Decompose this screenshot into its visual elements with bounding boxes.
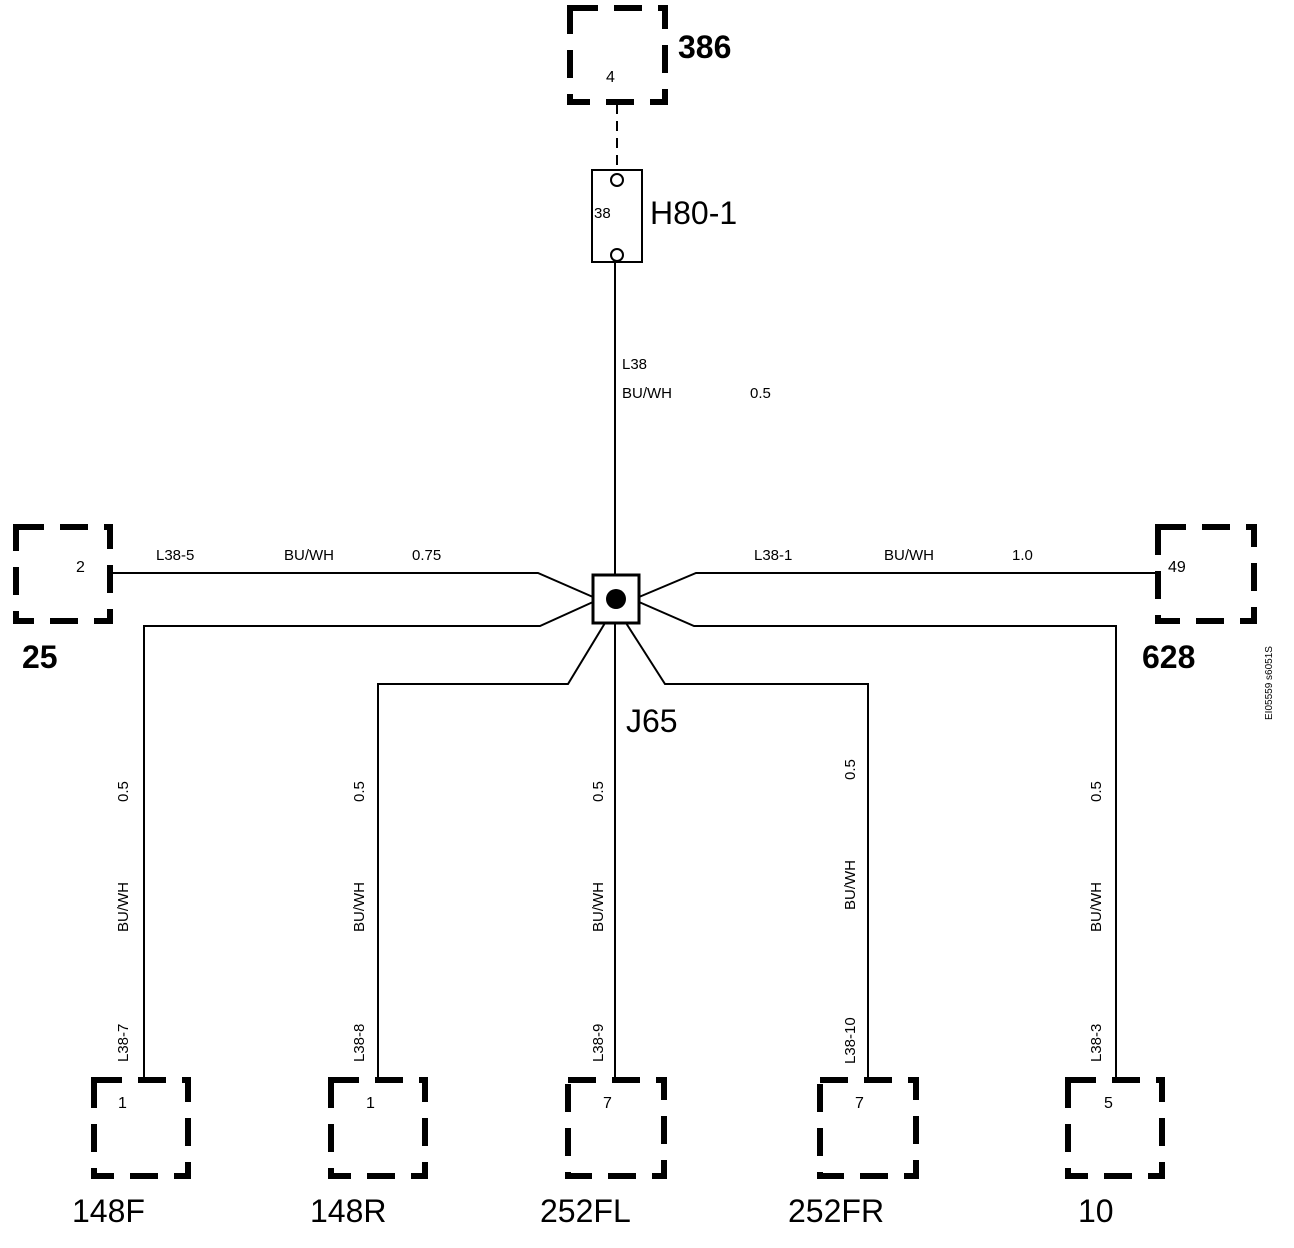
- w252fl-circuit: L38-9: [590, 1024, 607, 1062]
- branch-10-labels: 0.5 BU/WH L38-3: [1088, 781, 1105, 1062]
- branch-148f-labels: 0.5 BU/WH L38-7: [115, 781, 132, 1062]
- connector-252fr: 7 252FR: [788, 1077, 919, 1229]
- w252fr-size: 0.5: [842, 759, 859, 780]
- connector-252fr-label: 252FR: [788, 1193, 884, 1229]
- w252fr-circuit: L38-10: [842, 1017, 859, 1064]
- connector-25-pin: 2: [76, 559, 85, 576]
- w252fl-color: BU/WH: [590, 882, 607, 932]
- w148r-color: BU/WH: [351, 882, 368, 932]
- wire-l38-7: [143, 601, 594, 1080]
- wire-l38-1-circuit: L38-1: [754, 547, 792, 564]
- branch-148r-labels: 0.5 BU/WH L38-8: [351, 781, 368, 1062]
- connector-252fl: 7 252FL: [540, 1077, 667, 1229]
- connector-386-pin: 4: [606, 69, 615, 86]
- wire-l38-circuit: L38: [622, 356, 647, 373]
- w10-color: BU/WH: [1088, 882, 1105, 932]
- w148f-color: BU/WH: [115, 882, 132, 932]
- w148r-circuit: L38-8: [351, 1024, 368, 1062]
- connector-386-label: 386: [678, 29, 731, 65]
- wire-l38-5-color: BU/WH: [284, 547, 334, 564]
- branch-252fr-labels: 0.5 BU/WH L38-10: [842, 759, 859, 1064]
- connector-10: 5 10: [1065, 1077, 1165, 1229]
- connector-25-label: 25: [22, 639, 58, 675]
- connector-252fl-label: 252FL: [540, 1193, 631, 1229]
- splice-label: J65: [626, 703, 678, 739]
- wire-l38-1-color: BU/WH: [884, 547, 934, 564]
- connector-148f: 1 148F: [72, 1077, 191, 1229]
- w10-circuit: L38-3: [1088, 1024, 1105, 1062]
- wire-l38-1-size: 1.0: [1012, 547, 1033, 564]
- wire-l38-5-circuit: L38-5: [156, 547, 194, 564]
- connector-628: 49 628: [1142, 524, 1257, 675]
- connector-148r: 1 148R: [310, 1077, 428, 1229]
- connector-10-pin: 5: [1104, 1095, 1113, 1112]
- connector-252fr-pin: 7: [855, 1095, 864, 1112]
- w148f-size: 0.5: [115, 781, 132, 802]
- wire-l38-color: BU/WH: [622, 385, 672, 402]
- connector-252fl-pin: 7: [603, 1095, 612, 1112]
- h80-label: H80-1: [650, 195, 737, 231]
- connector-628-label: 628: [1142, 639, 1195, 675]
- w252fl-size: 0.5: [590, 781, 607, 802]
- wire-l38-3: [638, 601, 1117, 1080]
- component-h80-1: 38 H80-1: [591, 169, 737, 263]
- h80-pin: 38: [594, 205, 611, 222]
- w148f-circuit: L38-7: [115, 1024, 132, 1062]
- connector-10-label: 10: [1078, 1193, 1114, 1229]
- wire-l38-10: [625, 622, 869, 1080]
- branch-252fl-labels: 0.5 BU/WH L38-9: [590, 781, 607, 1062]
- connector-25: 2 25: [13, 524, 113, 675]
- connector-148r-pin: 1: [366, 1095, 375, 1112]
- connector-148f-label: 148F: [72, 1193, 145, 1229]
- connector-628-pin: 49: [1168, 559, 1186, 576]
- w10-size: 0.5: [1088, 781, 1105, 802]
- wire-l38-5: [110, 572, 594, 598]
- wire-l38-5-size: 0.75: [412, 547, 441, 564]
- w148r-size: 0.5: [351, 781, 368, 802]
- connector-386: 4 386: [567, 5, 731, 105]
- w252fr-color: BU/WH: [842, 860, 859, 910]
- connector-148f-pin: 1: [118, 1095, 127, 1112]
- connector-148r-label: 148R: [310, 1193, 387, 1229]
- wire-l38-size: 0.5: [750, 385, 771, 402]
- figure-id: EI05559 s6051S: [1264, 646, 1275, 720]
- wire-l38-1: [638, 572, 1158, 598]
- splice-j65: J65: [591, 573, 678, 739]
- wire-l38-8: [377, 622, 606, 1080]
